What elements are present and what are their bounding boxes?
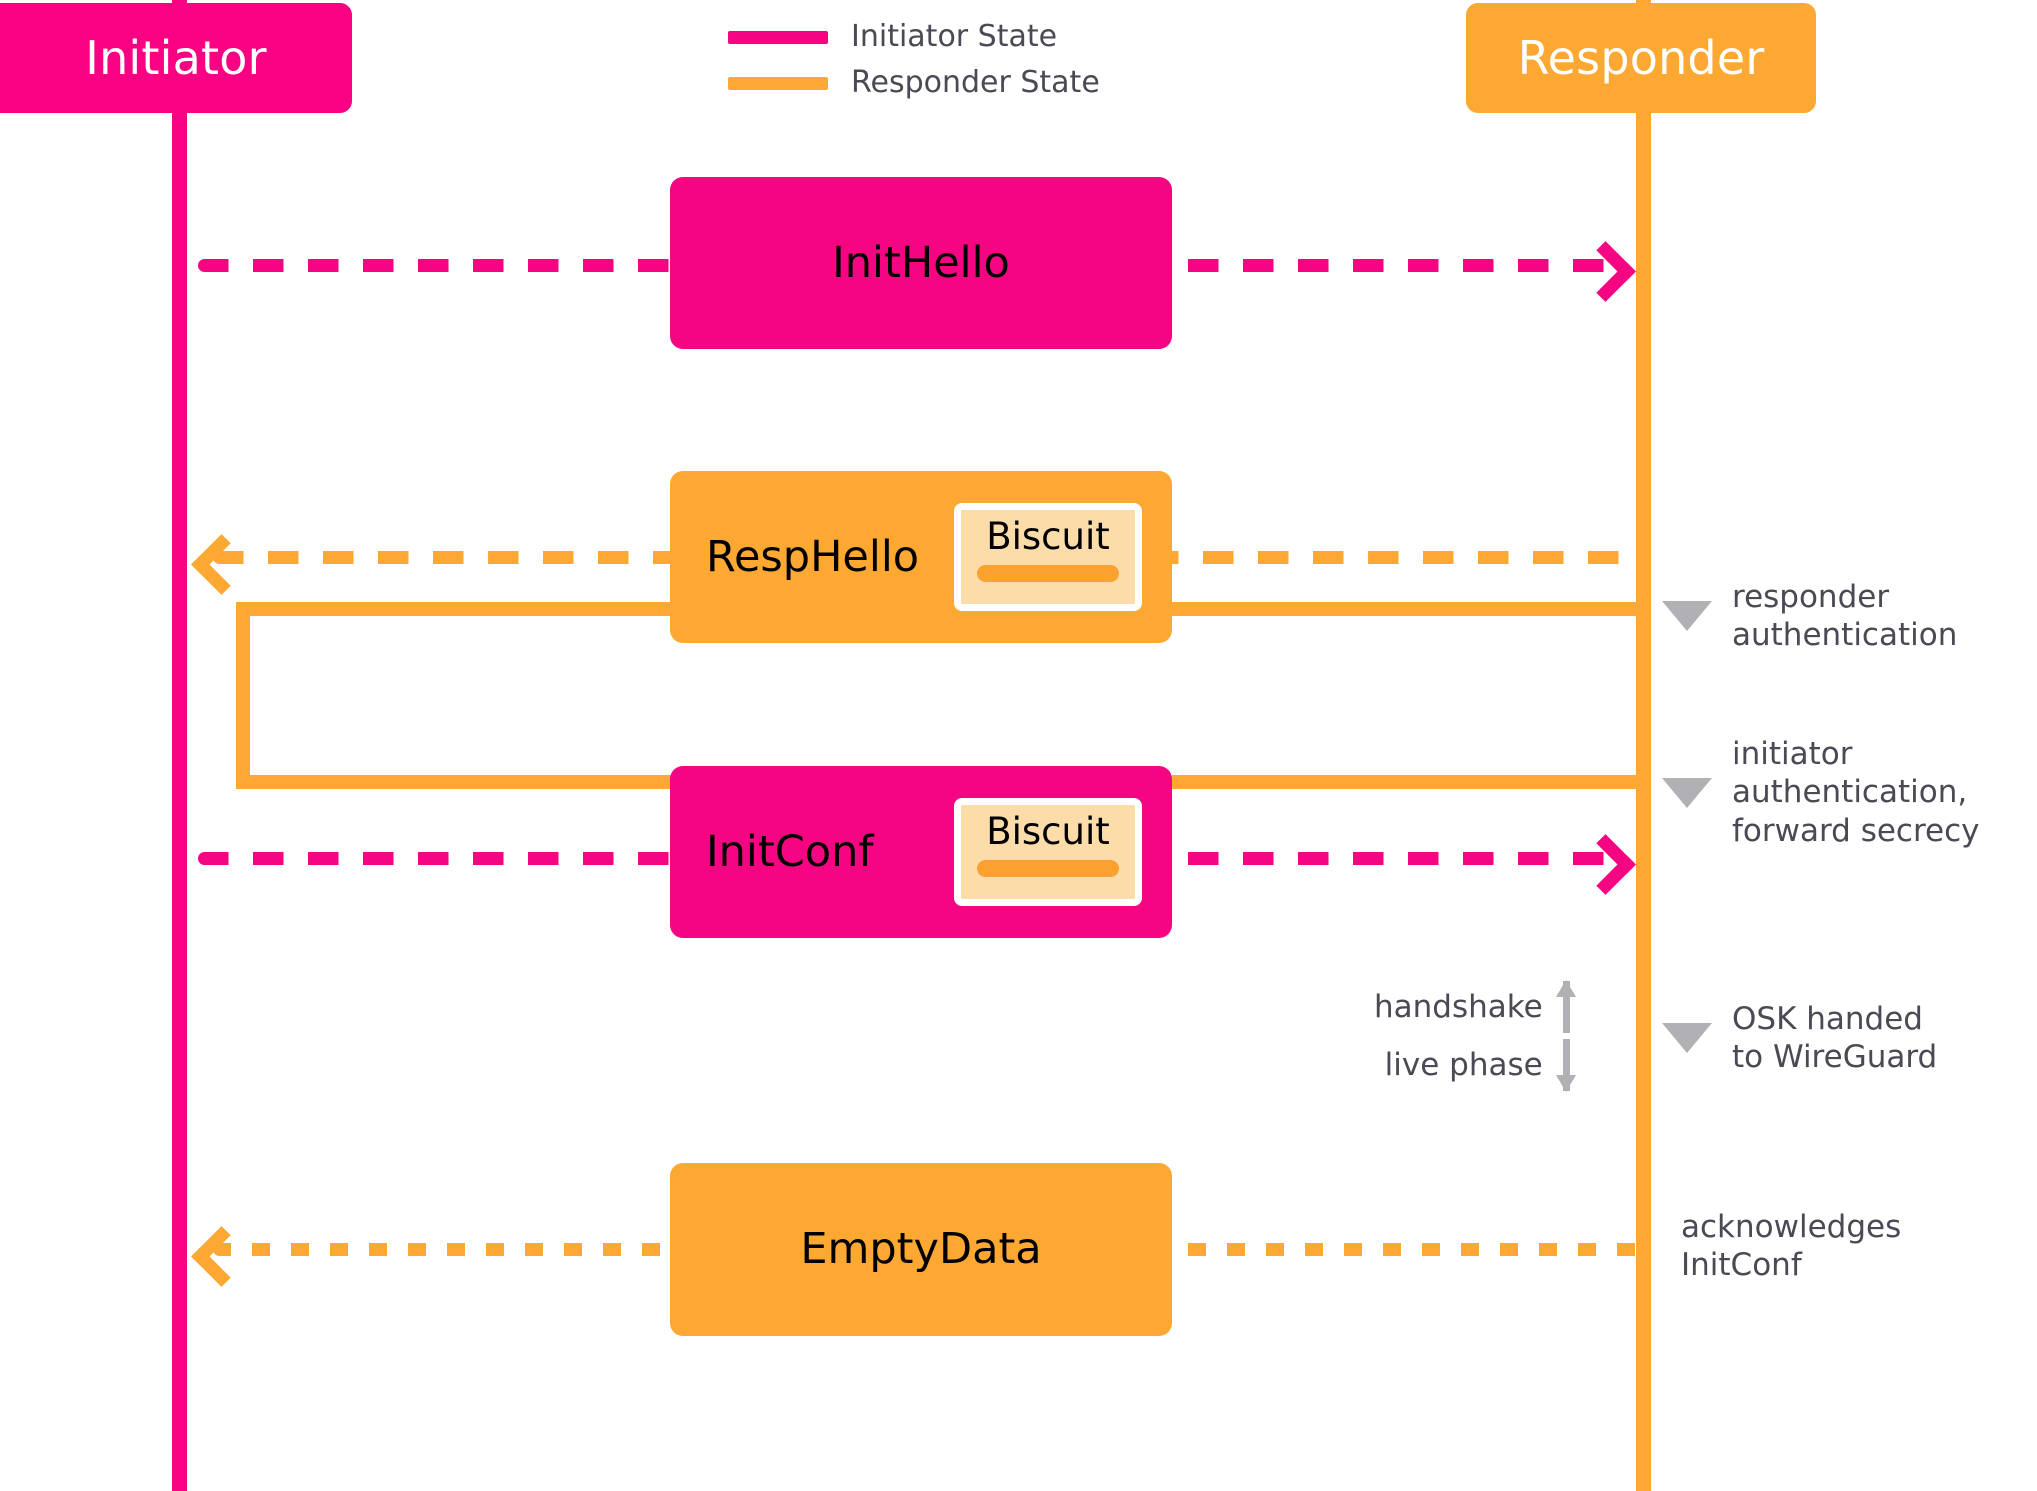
legend-label-responder-state: Responder State — [851, 65, 1100, 100]
biscuit-badge-resp-hello: Biscuit — [954, 503, 1142, 611]
annotation-responder-auth: responder authentication — [1662, 578, 1957, 655]
biscuit-label-resp-hello: Biscuit — [986, 515, 1110, 558]
message-box-init-hello: InitHello — [670, 177, 1172, 349]
phase-row-handshake: handshake — [1374, 978, 1579, 1036]
biscuit-label-init-conf: Biscuit — [986, 810, 1110, 853]
arrowhead-right-init-conf-icon — [1575, 834, 1636, 895]
annotation-text-acknowledges: acknowledges InitConf — [1681, 1209, 1902, 1284]
message-label-resp-hello: RespHello — [706, 531, 920, 582]
phase-label-handshake: handshake — [1374, 988, 1543, 1025]
annotation-text-osk-handed: OSK handed to WireGuard — [1732, 1001, 1938, 1076]
phase-divider-labels: handshake live phase — [1374, 978, 1579, 1094]
phase-label-live-phase: live phase — [1384, 1046, 1543, 1083]
message-label-empty-data: EmptyData — [800, 1224, 1042, 1274]
arrowhead-left-resp-hello-icon — [191, 534, 252, 595]
legend: Initiator State Responder State — [728, 14, 1100, 106]
state-line-resp-hello-to-responder — [1172, 602, 1650, 616]
orange-line-swatch-icon — [728, 76, 828, 90]
message-box-empty-data: EmptyData — [670, 1163, 1172, 1336]
actor-initiator: Initiator — [0, 3, 352, 113]
actor-responder: Responder — [1466, 3, 1816, 113]
initiator-lifeline — [172, 0, 187, 1491]
arrowhead-right-init-hello-icon — [1575, 241, 1636, 302]
legend-item-initiator-state: Initiator State — [728, 14, 1100, 60]
annotation-initiator-auth: initiator authentication, forward secrec… — [1662, 735, 1980, 850]
pink-line-swatch-icon — [728, 30, 828, 44]
legend-label-initiator-state: Initiator State — [851, 19, 1058, 54]
biscuit-bar-icon — [977, 564, 1119, 582]
actor-initiator-label: Initiator — [85, 31, 267, 85]
annotation-text-initiator-auth: initiator authentication, forward secrec… — [1732, 736, 1980, 849]
annotation-text-responder-auth: responder authentication — [1732, 579, 1958, 654]
arrow-up-icon — [1555, 980, 1579, 1033]
state-line-resp-hello-vertical — [236, 602, 250, 789]
message-box-resp-hello: RespHello Biscuit — [670, 471, 1172, 643]
responder-lifeline — [1636, 0, 1651, 1491]
triangle-down-icon — [1662, 777, 1712, 808]
biscuit-bar-icon — [977, 859, 1119, 877]
state-line-init-conf-to-responder — [1172, 775, 1650, 789]
biscuit-badge-init-conf: Biscuit — [954, 798, 1142, 906]
message-label-init-conf: InitConf — [706, 826, 874, 877]
arrowhead-left-empty-data-icon — [191, 1226, 252, 1287]
arrow-down-icon — [1555, 1039, 1579, 1092]
actor-responder-label: Responder — [1517, 31, 1765, 85]
phase-divider: handshake live phase — [1374, 978, 1579, 1094]
message-box-init-conf: InitConf Biscuit — [670, 766, 1172, 938]
message-label-init-hello: InitHello — [832, 237, 1010, 288]
annotation-acknowledges: acknowledges InitConf — [1681, 1208, 1901, 1285]
triangle-down-icon — [1662, 1023, 1712, 1054]
state-line-resp-hello-out-top — [236, 602, 678, 616]
legend-item-responder-state: Responder State — [728, 60, 1100, 106]
annotation-osk-handed: OSK handed to WireGuard — [1662, 1000, 1937, 1077]
triangle-down-icon — [1662, 601, 1712, 632]
phase-row-live-phase: live phase — [1385, 1036, 1579, 1094]
state-line-resp-hello-into-init-conf — [236, 775, 678, 789]
